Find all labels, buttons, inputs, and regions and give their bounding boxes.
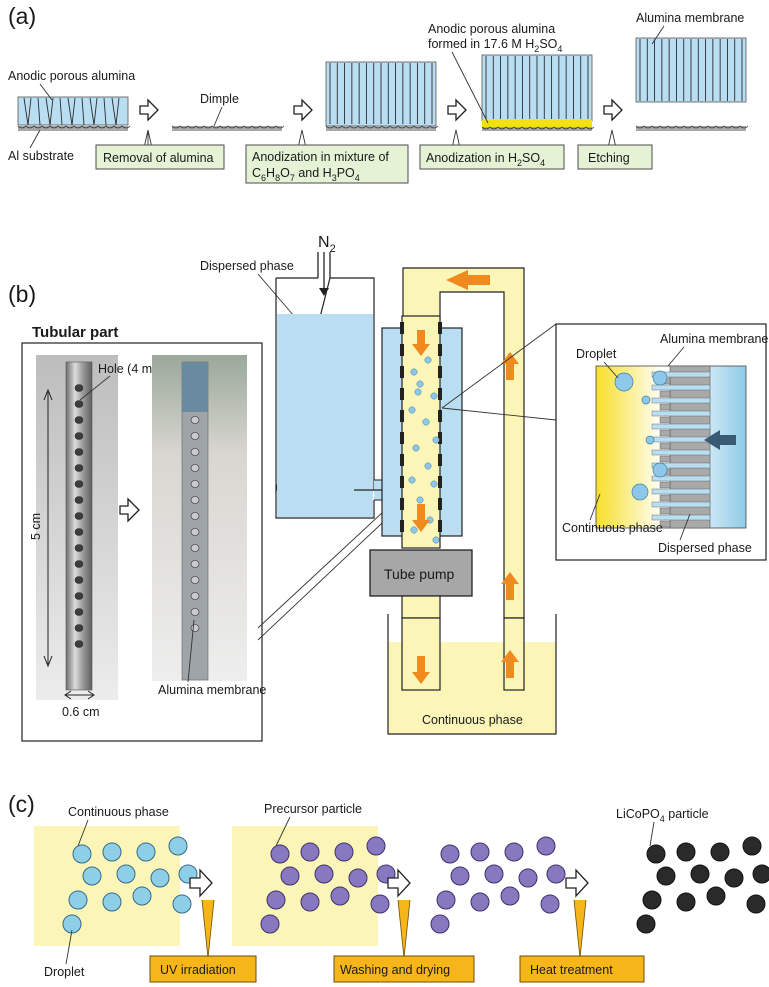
- panel-c-letter: (c): [8, 791, 35, 817]
- label-dimple: Dimple: [200, 92, 239, 106]
- arrow-heat: [565, 868, 589, 898]
- step-removal: Removal of alumina: [103, 151, 214, 165]
- stage-4-h2so4-alumina: [481, 54, 595, 131]
- step-washing-box: [333, 955, 475, 983]
- step-mixture-box: [245, 144, 409, 184]
- step-mixture-line1: Anodization in mixture of: [252, 150, 389, 164]
- panel-a-letter: (a): [8, 3, 36, 29]
- tube-pump: [369, 549, 473, 597]
- label-dispersed-phase-zoom: Dispersed phase: [658, 541, 752, 555]
- arrow-step-2: [293, 98, 313, 122]
- arrow-photo: [119, 497, 140, 523]
- step-uv: UV irradiation: [160, 963, 236, 977]
- label-formed-line2: formed in 17.6 M H2SO4: [428, 37, 562, 54]
- arrow-washing: [387, 868, 411, 898]
- photo-alumina-membrane: [152, 355, 247, 681]
- stage-5-membrane: [635, 37, 749, 131]
- arrow-step-4: [603, 98, 623, 122]
- label-droplet-zoom: Droplet: [576, 347, 617, 361]
- label-n2: N2: [318, 234, 336, 255]
- step-heat-box: [519, 955, 645, 983]
- label-alumina-membrane-zoom: Alumina membrane: [660, 332, 768, 346]
- label-formed-line1: Anodic porous alumina: [428, 22, 555, 36]
- step-etching-box: [577, 144, 653, 170]
- label-anodic-porous-alumina: Anodic porous alumina: [8, 69, 135, 83]
- step-h2so4-box: [419, 144, 565, 170]
- label-licopo4: LiCoPO4 particle: [616, 807, 709, 824]
- label-precursor: Precursor particle: [264, 802, 362, 816]
- arrow-step-3: [447, 98, 467, 122]
- label-dispersed-phase: Dispersed phase: [200, 259, 294, 273]
- label-continuous-phase-c: Continuous phase: [68, 805, 169, 819]
- label-al-substrate: Al substrate: [8, 149, 74, 163]
- panel-b-letter: (b): [8, 281, 36, 307]
- step-mixture-line2: C6H8O7 and H3PO4: [252, 166, 360, 183]
- step-uv-box: [149, 955, 257, 983]
- step-heat: Heat treatment: [530, 963, 613, 977]
- label-alumina-membrane-photo: Alumina membrane: [158, 683, 266, 697]
- step-h2so4: Anodization in H2SO4: [426, 151, 545, 168]
- tubular-part-title: Tubular part: [32, 324, 118, 341]
- continuous-vessel: [387, 614, 557, 735]
- stage-3-ordered-alumina: [325, 61, 439, 131]
- stage-2-dimpled-al: [171, 125, 285, 131]
- label-0-6cm: 0.6 cm: [62, 705, 100, 719]
- label-continuous-phase-b: Continuous phase: [422, 713, 523, 727]
- label-continuous-phase-zoom: Continuous phase: [562, 521, 663, 535]
- label-tube-pump: Tube pump: [384, 566, 455, 582]
- label-droplet-c: Droplet: [44, 965, 85, 979]
- label-alumina-membrane-a: Alumina membrane: [636, 11, 744, 25]
- photo-tubular-part: [36, 355, 118, 700]
- step-etching: Etching: [588, 151, 630, 165]
- stage-1-alumina: [17, 96, 131, 131]
- step-washing: Washing and drying: [340, 963, 450, 977]
- label-5cm: 5 cm: [29, 513, 43, 540]
- arrow-step-1: [139, 98, 159, 122]
- step-removal-box: [95, 144, 225, 170]
- arrow-uv: [189, 868, 213, 898]
